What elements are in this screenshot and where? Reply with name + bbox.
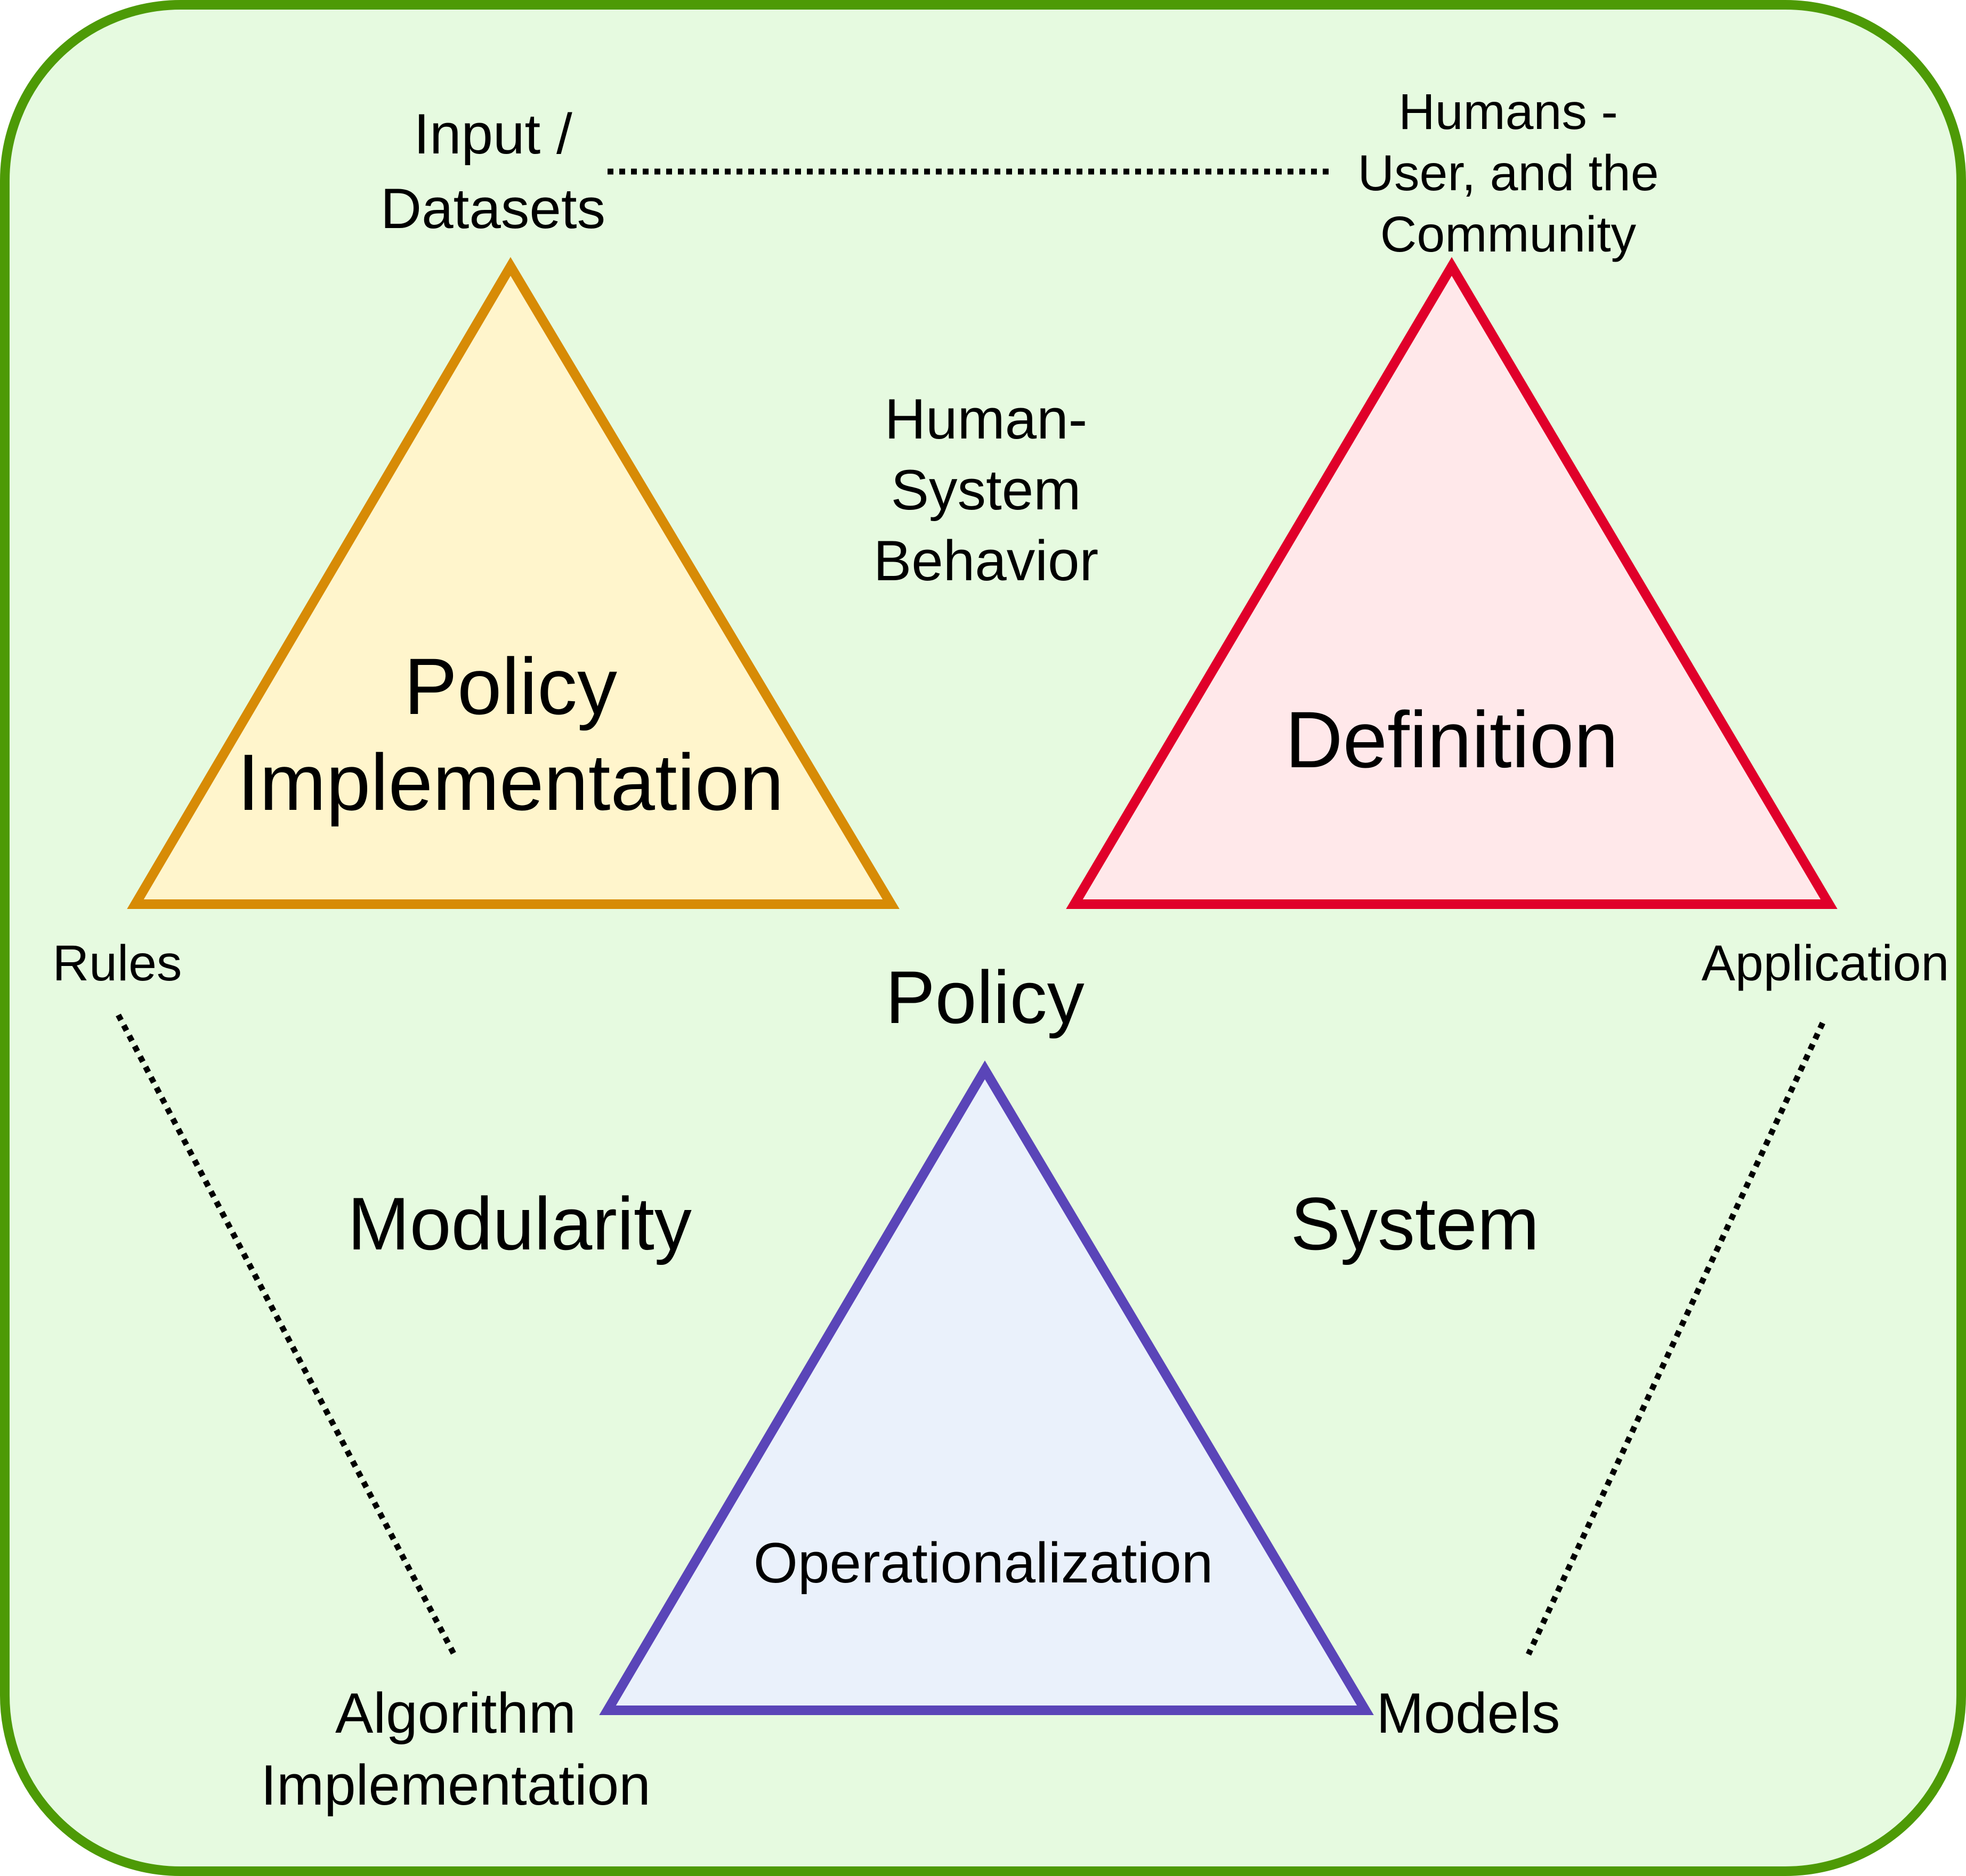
definition-triangle <box>1066 257 1838 909</box>
label-line: Models <box>1377 1681 1560 1745</box>
input-datasets-label: Input / Datasets <box>381 102 605 240</box>
label-line: Policy <box>885 955 1084 1039</box>
operationalization-triangle <box>599 1060 1374 1715</box>
definition-label: Definition <box>1285 695 1618 784</box>
policy-label: Policy <box>885 955 1084 1039</box>
policy-implementation-triangle <box>127 257 900 909</box>
label-line: Input / <box>414 102 572 166</box>
label-line: Operationalization <box>754 1531 1213 1595</box>
label-line: User, and the <box>1357 145 1658 201</box>
label-line: Community <box>1380 206 1637 263</box>
system-label: System <box>1291 1182 1540 1265</box>
label-line: Algorithm <box>335 1681 576 1745</box>
label-line: Datasets <box>381 176 605 240</box>
label-line: Behavior <box>873 529 1098 592</box>
label-line: Humans - <box>1398 84 1618 140</box>
label-line: Modularity <box>347 1182 692 1265</box>
label-line: Definition <box>1285 695 1618 784</box>
label-line: Policy <box>404 641 617 731</box>
label-line: Human- <box>885 387 1088 451</box>
label-line: Application <box>1702 935 1949 992</box>
rules-label: Rules <box>53 935 182 992</box>
label-line: Implementation <box>237 737 784 827</box>
operationalization-label: Operationalization <box>754 1531 1213 1595</box>
connector-rules-algorithm <box>116 1013 457 1656</box>
modularity-label: Modularity <box>347 1182 692 1265</box>
label-line: Implementation <box>261 1753 651 1817</box>
label-line: System <box>1291 1182 1540 1265</box>
label-line: System <box>891 458 1081 522</box>
label-line: Rules <box>53 935 182 992</box>
models-label: Models <box>1377 1681 1560 1745</box>
application-label: Application <box>1702 935 1949 992</box>
